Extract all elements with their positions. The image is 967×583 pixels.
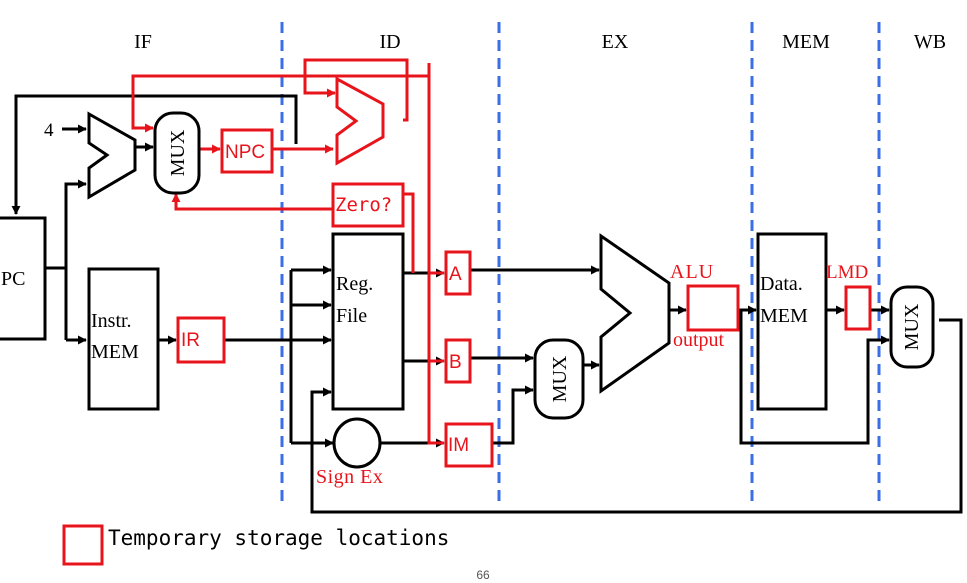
wb-mux-shape xyxy=(889,285,935,369)
stage-label-if: IF xyxy=(134,31,152,53)
data-mem-label-1: Data. xyxy=(760,273,803,295)
wire-aluout-bypass xyxy=(739,310,890,445)
alu-output-register: ALU output xyxy=(670,261,740,351)
zero-register: Zero? xyxy=(331,182,405,228)
npc-label: NPC xyxy=(225,142,265,163)
pc-box xyxy=(0,216,47,341)
legend: Temporary storage locations xyxy=(62,524,449,566)
imm-box xyxy=(444,422,494,468)
writeback-mux: MUX xyxy=(889,285,935,369)
sign-ext-shape xyxy=(332,417,382,469)
sign-ext-label: Sign Ex xyxy=(316,466,383,488)
page-number: 66 xyxy=(476,568,490,582)
instr-mem-label-1: Instr. xyxy=(91,310,132,332)
legend-label: Temporary storage locations xyxy=(108,526,449,550)
alu-input-mux: MUX xyxy=(533,338,585,420)
stage-label-ex: EX xyxy=(602,31,629,53)
alu-mux-label: MUX xyxy=(549,355,571,402)
stage-label-id: ID xyxy=(379,31,400,53)
legend-swatch xyxy=(62,524,104,566)
stage-label-wb: WB xyxy=(914,31,946,53)
pc-mux-label: MUX xyxy=(167,129,189,176)
stage-label-mem: MEM xyxy=(782,31,830,53)
branch-adder xyxy=(335,76,385,166)
alu-output-label-1: ALU xyxy=(670,261,714,283)
wb-mux-label: MUX xyxy=(901,303,923,350)
pc-adder xyxy=(87,111,137,200)
pc-mux: MUX xyxy=(153,111,201,195)
wire-top-bus-to-pc xyxy=(11,94,298,215)
instr-mem-label-2: MEM xyxy=(91,341,139,363)
a-register: A xyxy=(444,250,472,296)
wire-imm-to-mux xyxy=(492,385,534,445)
wire-red-loop-to-branch-adder xyxy=(303,58,429,122)
b-register: B xyxy=(444,338,472,384)
wire-pc-to-adder xyxy=(64,179,87,340)
wire-writeback-loop xyxy=(310,318,963,514)
wire-zero-to-mux xyxy=(171,193,333,211)
b-box xyxy=(444,338,472,384)
npc-register: NPC xyxy=(220,128,274,174)
pc-register: PC xyxy=(0,216,47,341)
red-wires xyxy=(131,58,444,445)
reg-file-box xyxy=(331,232,405,411)
b-label: B xyxy=(449,352,462,373)
a-label: A xyxy=(449,264,462,285)
data-mem-label-2: MEM xyxy=(760,305,808,327)
npc-box xyxy=(220,128,274,174)
lmd-label: LMD xyxy=(826,262,868,283)
a-box xyxy=(444,250,472,296)
wire-regfile-to-zero xyxy=(403,192,415,273)
constant-four: 4 xyxy=(44,120,54,141)
zero-label: Zero? xyxy=(335,194,392,216)
ir-box xyxy=(176,316,226,364)
instruction-memory: Instr. MEM xyxy=(87,267,160,411)
imm-register: IM xyxy=(444,422,494,468)
lmd-register: LMD xyxy=(826,262,872,331)
pc-label: PC xyxy=(1,268,25,290)
imm-label: IM xyxy=(448,435,469,456)
alu-mux-shape xyxy=(533,338,585,420)
data-memory: Data. MEM xyxy=(756,232,828,411)
register-file: Reg. File xyxy=(331,232,405,411)
wire-red-vertical xyxy=(427,63,444,445)
sign-extender: Sign Ex xyxy=(316,417,383,488)
pc-mux-shape xyxy=(153,111,201,195)
alu xyxy=(599,233,671,394)
black-wires xyxy=(11,94,963,514)
ir-label: IR xyxy=(181,330,200,351)
data-mem-box xyxy=(756,232,828,411)
zero-box xyxy=(331,182,405,228)
lmd-box xyxy=(844,285,872,331)
reg-file-label-1: Reg. xyxy=(336,273,373,295)
stage-dividers xyxy=(280,22,881,505)
alu-output-label-2: output xyxy=(673,329,725,351)
alu-output-box xyxy=(686,284,740,332)
instr-mem-box xyxy=(87,267,160,411)
ir-register: IR xyxy=(176,316,226,364)
reg-file-label-2: File xyxy=(336,305,367,327)
wire-red-to-branch-adder-top xyxy=(303,76,336,98)
